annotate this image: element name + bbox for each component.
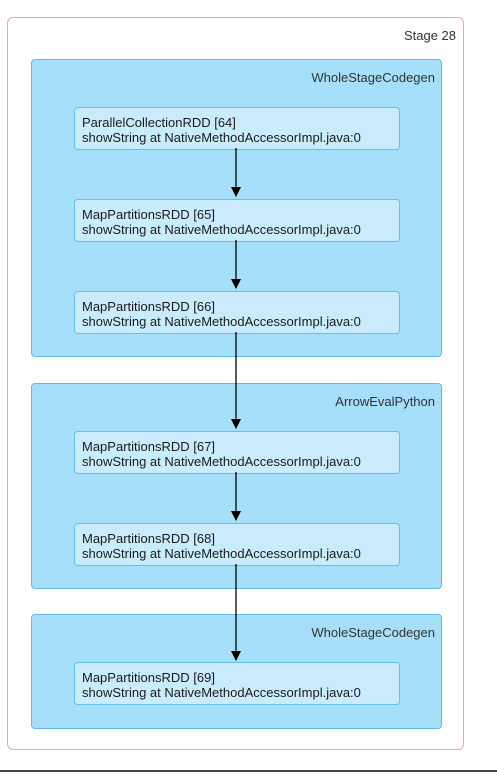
rdd-name: MapPartitionsRDD [67]	[82, 439, 215, 454]
rdd-callsite: showString at NativeMethodAccessorImpl.j…	[82, 222, 361, 237]
cluster-title: WholeStageCodegen	[311, 625, 435, 640]
rdd-node-67[interactable]: MapPartitionsRDD [67] showString at Nati…	[74, 431, 400, 474]
stage-box: Stage 28 WholeStageCodegen ParallelColle…	[7, 17, 464, 750]
rdd-node-64[interactable]: ParallelCollectionRDD [64] showString at…	[74, 107, 400, 150]
cluster-title: WholeStageCodegen	[311, 70, 435, 85]
cluster-wholestagecodegen-1[interactable]: WholeStageCodegen ParallelCollectionRDD …	[31, 59, 442, 357]
rdd-callsite: showString at NativeMethodAccessorImpl.j…	[82, 546, 361, 561]
cluster-wholestagecodegen-2[interactable]: WholeStageCodegen MapPartitionsRDD [69] …	[31, 614, 442, 729]
rdd-callsite: showString at NativeMethodAccessorImpl.j…	[82, 130, 361, 145]
rdd-node-69[interactable]: MapPartitionsRDD [69] showString at Nati…	[74, 662, 400, 705]
rdd-node-68[interactable]: MapPartitionsRDD [68] showString at Nati…	[74, 523, 400, 566]
rdd-name: MapPartitionsRDD [68]	[82, 531, 215, 546]
rdd-node-65[interactable]: MapPartitionsRDD [65] showString at Nati…	[74, 199, 400, 242]
rdd-node-66[interactable]: MapPartitionsRDD [66] showString at Nati…	[74, 291, 400, 334]
rdd-callsite: showString at NativeMethodAccessorImpl.j…	[82, 685, 361, 700]
rdd-name: ParallelCollectionRDD [64]	[82, 115, 236, 130]
cluster-arrowevalpython[interactable]: ArrowEvalPython MapPartitionsRDD [67] sh…	[31, 383, 442, 589]
rdd-callsite: showString at NativeMethodAccessorImpl.j…	[82, 314, 361, 329]
rdd-name: MapPartitionsRDD [69]	[82, 670, 215, 685]
stage-title: Stage 28	[403, 28, 456, 43]
cluster-title: ArrowEvalPython	[335, 394, 435, 409]
rdd-callsite: showString at NativeMethodAccessorImpl.j…	[82, 454, 361, 469]
rdd-name: MapPartitionsRDD [65]	[82, 207, 215, 222]
rdd-name: MapPartitionsRDD [66]	[82, 299, 215, 314]
bottom-divider	[0, 770, 497, 772]
